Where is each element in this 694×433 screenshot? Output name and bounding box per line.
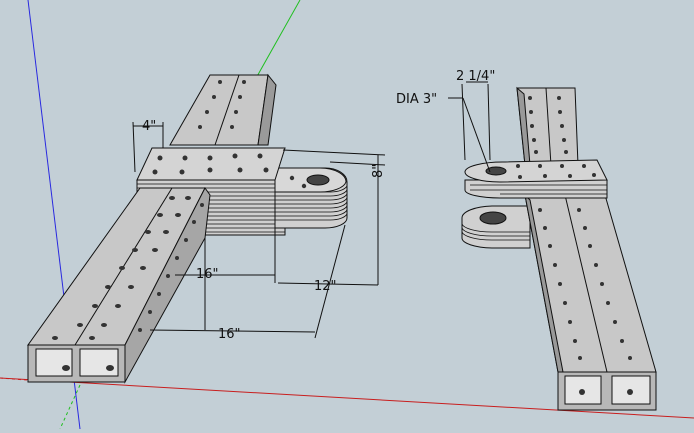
dim-16in-lower-label: 16" [218,327,241,342]
dim-12in-label: 12" [314,279,337,294]
right-plate-stack [464,179,608,199]
dim-16in-upper-label: 16" [196,267,219,282]
dia-3in-label: DIA 3" [396,92,437,107]
right-lower-beam[interactable] [524,193,657,411]
lower-beam[interactable] [27,187,211,384]
green-axis-dashed [59,384,81,430]
green-axis [254,0,301,81]
right-assembly[interactable]: DIA 3" 2 1/4" [396,69,657,411]
upper-beam[interactable] [169,73,277,146]
dim-2-1-4in-label: 2 1/4" [456,69,495,84]
right-lower-lug [461,205,531,249]
lug-plate-stack [274,167,348,229]
left-assembly[interactable]: 4" 8" 16" 12" 16" [27,73,386,384]
left-dimension-lines [132,121,386,339]
right-upper-beam[interactable] [516,86,579,166]
right-dimension-lines [448,81,491,173]
upper-beam-holes [198,80,246,129]
dim-8in-label: 8" [371,164,386,178]
main-plate[interactable] [136,147,286,181]
red-axis-dashed [0,377,41,382]
red-axis [0,377,694,419]
right-main-plate[interactable] [464,159,608,183]
dim-4in-label: 4" [142,119,156,134]
